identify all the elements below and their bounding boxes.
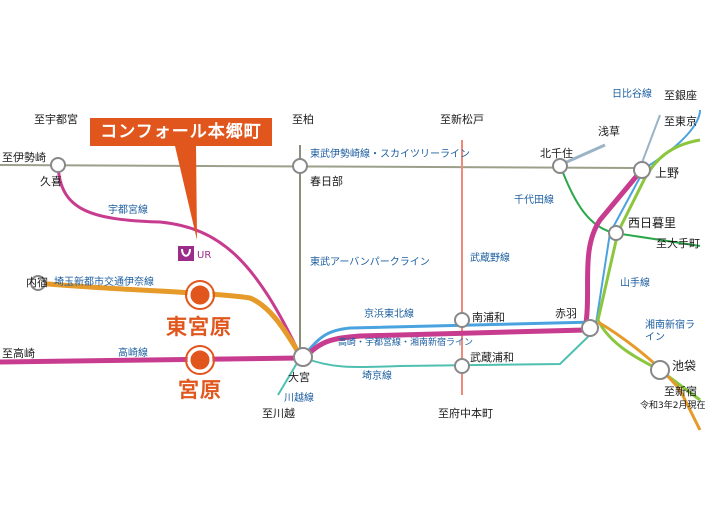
- dest-kawagoe: 至川越: [262, 407, 295, 420]
- label-ueno: 上野: [655, 166, 680, 180]
- line-label-chiyoda: 千代田線: [514, 195, 554, 206]
- station-akabane: [581, 319, 599, 337]
- keihin-tohoku-lower: [303, 320, 596, 356]
- line-label-tobu-isesaki: 東武伊勢崎線・スカイツリーライン: [310, 149, 470, 160]
- label-miyahara: 宮原: [178, 378, 222, 402]
- label-asakusa: 浅草: [598, 125, 620, 138]
- yamanote-line: [596, 138, 701, 402]
- station-kuki: [50, 157, 66, 173]
- label-kuki: 久喜: [40, 175, 62, 188]
- line-label-takasaki: 高崎線: [118, 348, 148, 359]
- hibiya-line-east: [639, 114, 661, 169]
- dest-utsunomiya: 至宇都宮: [34, 113, 78, 126]
- ur-logo-icon: UR: [178, 246, 211, 261]
- line-label-hibiya: 日比谷線: [612, 89, 652, 100]
- station-higashimiyahara-ring: [185, 280, 215, 310]
- station-kitasenju: [552, 158, 568, 174]
- station-naiju: [30, 275, 46, 291]
- callout-pointer: [175, 146, 197, 240]
- property-name-callout: コンフォール本郷町: [90, 118, 272, 146]
- line-label-yamanote: 山手線: [620, 278, 650, 289]
- dest-shinjuku: 至新宿: [664, 385, 697, 398]
- line-label-shonan-shinjuku: 湘南新宿ライン: [645, 320, 695, 343]
- date-note: 令和3年2月現在: [640, 401, 705, 411]
- station-ueno: [633, 161, 651, 179]
- line-label-kawagoe: 川越線: [284, 393, 314, 404]
- station-omiya: [293, 347, 313, 367]
- hibiya-line: [559, 143, 606, 167]
- label-omiya: 大宮: [288, 371, 310, 384]
- shonan-shinjuku-line: [597, 320, 702, 431]
- label-naiju: 内宿: [26, 276, 48, 289]
- takasaki-line: [0, 355, 301, 365]
- label-higashimiyahara: 東宮原: [166, 315, 232, 339]
- line-label-utsunomiya: 宇都宮線: [108, 205, 148, 216]
- saitama-shintoshi-line: [37, 280, 303, 357]
- station-kasukabe: [292, 158, 308, 174]
- dest-isesaki: 至伊勢崎: [2, 151, 46, 164]
- line-label-keihin-tohoku: 京浜東北線: [364, 309, 414, 320]
- line-label-musashino: 武蔵野線: [470, 253, 510, 264]
- label-akabane: 赤羽: [555, 307, 577, 320]
- tobu-isesaki-line: [0, 164, 641, 169]
- station-higashimiyahara: [187, 282, 213, 308]
- line-label-saitama-shintoshi: 埼玉新都市交通伊奈線: [54, 277, 154, 288]
- label-nishinippori: 西日暮里: [628, 216, 677, 230]
- label-ikebukuro: 池袋: [672, 359, 697, 373]
- saikyo-line: [304, 329, 596, 369]
- dest-otemachi: 至大手町: [656, 237, 700, 250]
- label-kitasenju: 北千住: [540, 147, 573, 160]
- dest-takasaki: 至高崎: [2, 347, 35, 360]
- label-minamiurawa: 南浦和: [472, 311, 505, 324]
- line-label-takasaki-utsunomiya-shonan: 高崎・宇都宮線・湘南新宿ライン: [338, 338, 474, 348]
- line-label-saikyo: 埼京線: [362, 371, 392, 382]
- dest-shinmatsudo: 至新松戸: [440, 113, 484, 126]
- dest-tokyo: 至東京: [664, 115, 697, 128]
- label-kasukabe: 春日部: [310, 175, 343, 188]
- dest-ginza: 至銀座: [664, 89, 697, 102]
- utsunomiya-line: [56, 164, 302, 356]
- dest-kashiwa: 至柏: [292, 113, 314, 126]
- dest-fuchu: 至府中本町: [438, 407, 493, 420]
- label-musashiurawa: 武蔵浦和: [470, 351, 514, 364]
- station-miyahara-ring: [185, 345, 215, 375]
- station-musashiurawa: [454, 358, 470, 374]
- station-ikebukuro: [650, 360, 670, 380]
- svg-text:UR: UR: [197, 250, 211, 261]
- line-label-tobu-urban-park: 東武アーバンパークライン: [310, 257, 430, 268]
- station-nishinippori: [608, 225, 624, 241]
- station-minamiurawa: [454, 312, 470, 328]
- station-miyahara: [187, 347, 213, 373]
